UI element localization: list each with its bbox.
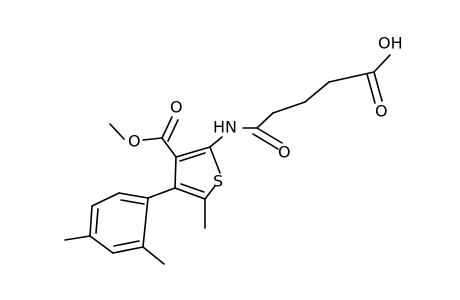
bond-aryl-para-methyl [64, 235, 91, 241]
bond-aryl-5 [112, 246, 144, 254]
amide-nh-label: HN [213, 118, 237, 137]
bond-aryl-5-double [113, 240, 140, 247]
bond-c3-ester-c [161, 137, 177, 158]
bond-s-c2 [209, 146, 221, 174]
bond-c4-c5 [174, 187, 206, 200]
bond-aryl-1-double [120, 199, 145, 205]
bond-aryl-2 [91, 192, 120, 207]
bond-c4-c5-double [180, 183, 205, 193]
bond-aryl-3-double [95, 208, 99, 234]
bond-chain-2 [304, 81, 330, 103]
bond-amide-c-o-double [252, 133, 279, 150]
acid-oxygen-label: O [375, 102, 388, 121]
bond-ester-c-o-double [167, 119, 179, 142]
bond-c2-c3-double [179, 152, 206, 162]
bond-c3-c4 [174, 156, 177, 189]
bond-cooh-c-oh [373, 54, 391, 73]
hydroxyl-label: OH [378, 34, 403, 53]
bond-c4-aryl [147, 187, 176, 199]
bond-chain-4 [256, 112, 274, 129]
bond-chain-1 [328, 71, 375, 83]
bond-ester-c-ome [142, 137, 163, 141]
bond-chain-3 [272, 101, 306, 114]
bond-aryl-1 [118, 192, 149, 199]
amide-oxygen-label: O [278, 143, 291, 162]
ester-carbonyl-oxygen-label: O [170, 98, 183, 117]
bond-cooh-c-o [373, 71, 383, 102]
bond-cooh-c-o-double [366, 73, 376, 104]
bond-ome-methyl [109, 123, 125, 140]
bond-n-thiophene [209, 136, 223, 148]
ester-methoxy-oxygen-label: O [128, 132, 141, 151]
bond-ester-c-o [161, 116, 173, 139]
bond-aryl-ortho-methyl [142, 246, 165, 265]
bond-amide-c-o [256, 127, 283, 144]
bond-c5-s [204, 185, 216, 200]
bond-aryl-3 [89, 205, 93, 237]
bond-aryl-4 [89, 235, 114, 254]
thiophene-sulfur-label: S [213, 172, 223, 191]
bond-aryl-6 [142, 197, 149, 248]
bond-c2-c3 [175, 146, 211, 158]
